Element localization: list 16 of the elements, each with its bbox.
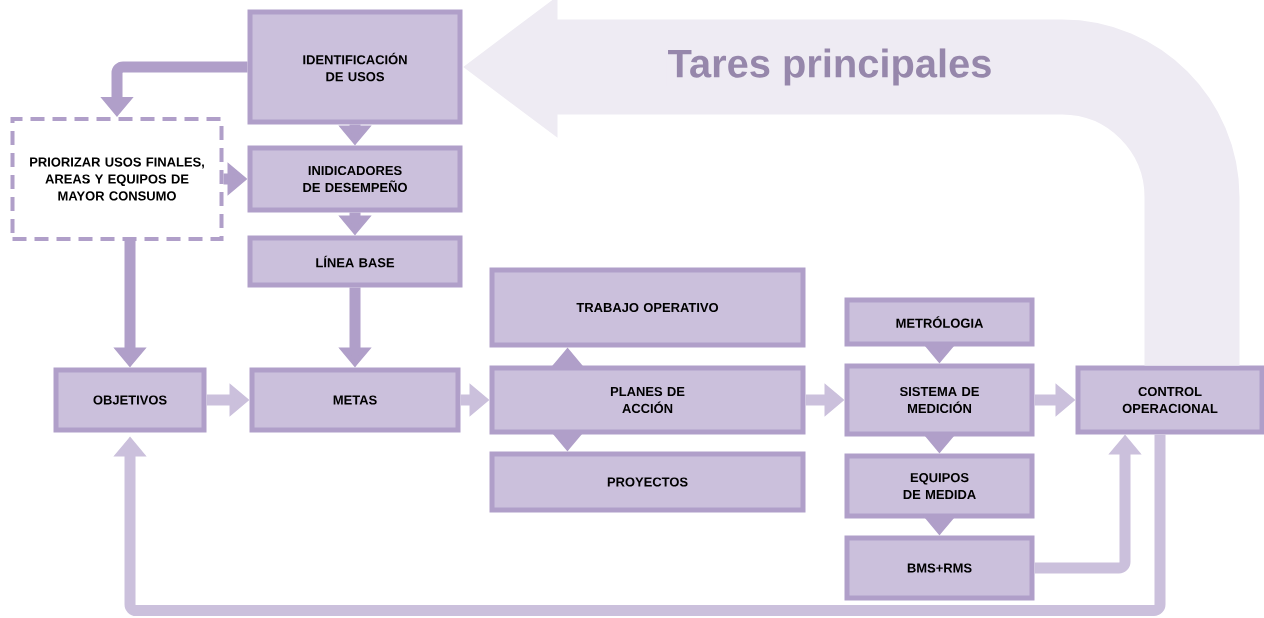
process-box: INIDICADORES DE DESEMPEÑO <box>247 145 463 213</box>
process-box: IDENTIFICACIÓN DE USOS <box>247 9 463 125</box>
process-box: EQUIPOS DE MEDIDA <box>844 453 1035 519</box>
process-box: PLANES DE ACCIÓN <box>489 365 806 435</box>
process-box: BMS+RMS <box>844 535 1035 601</box>
arrow <box>113 434 1166 616</box>
process-box: PROYECTOS <box>489 451 806 513</box>
process-box: METRÓLOGIA <box>844 297 1035 347</box>
process-box: CONTROL OPERACIONAL <box>1075 365 1264 435</box>
process-box: OBJETIVOS <box>53 367 207 433</box>
process-box: METAS <box>249 367 461 433</box>
dashed-box: PRIORIZAR USOS FINALES, AREAS Y EQUIPOS DE MAYOR CONSUMO <box>10 117 224 241</box>
process-box: LÍNEA BASE <box>247 235 463 288</box>
edge-label: Tares principales <box>666 47 994 87</box>
process-box: TRABAJO OPERATIVO <box>489 267 806 348</box>
process-box: SISTEMA DE MEDICIÓN <box>844 363 1035 437</box>
